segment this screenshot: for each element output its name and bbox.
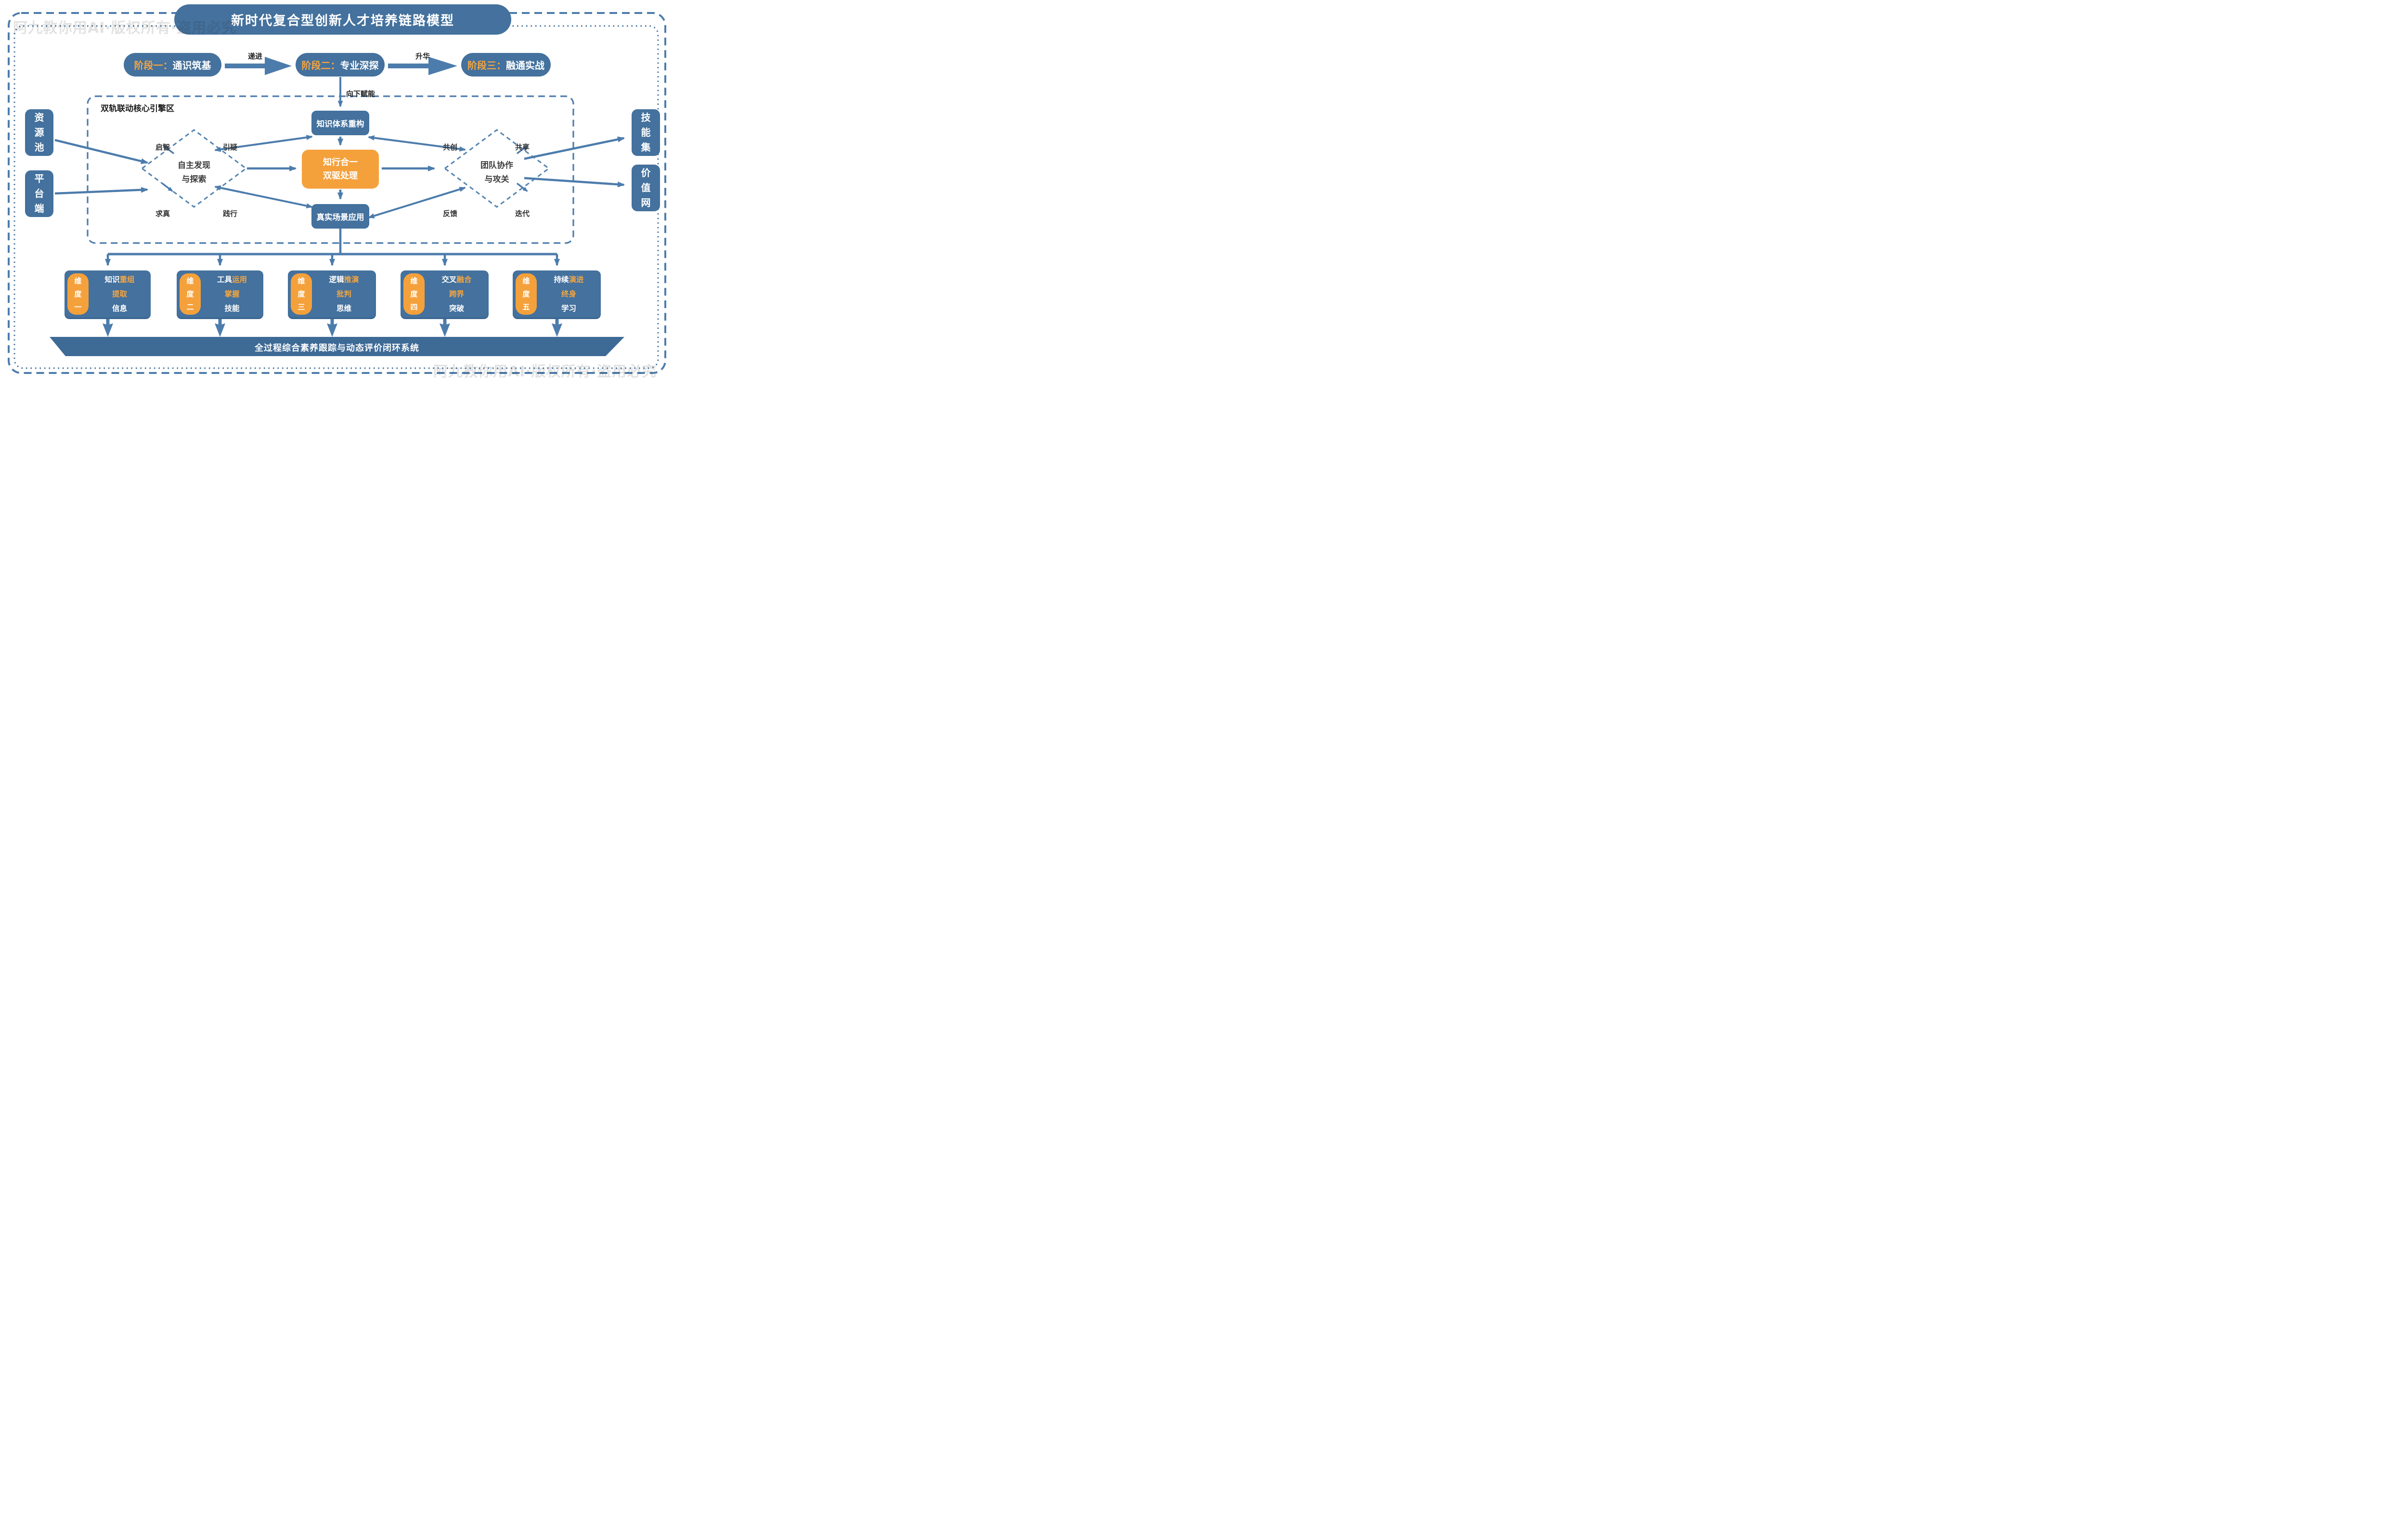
stage-arrow-1-label: 递进: [247, 52, 262, 61]
stage-1-label: 阶段一：: [134, 60, 173, 71]
footer-banner-text: 全过程综合素养跟踪与动态评价闭环系统: [255, 343, 419, 353]
node-unity-dual-drive: 知行合一 双驱处理: [302, 150, 379, 189]
dimension-to-banner-arrows: [103, 319, 562, 337]
dimension-3-text: 逻辑推演 批判 思维: [329, 275, 359, 313]
dimension-1-badge: 维度一: [67, 273, 89, 315]
dimension-1-badge-label: 维度一: [74, 276, 82, 311]
stage-1-pill: 阶段一：通识筑基: [124, 53, 221, 77]
stage-3-pill: 阶段三：融通实战: [461, 53, 551, 77]
dimension-2-badge: 维度二: [180, 273, 201, 315]
center-node-line2: 双驱处理: [323, 170, 358, 181]
dimension-3-badge-label: 维度三: [298, 276, 305, 311]
dimension-4-text: 交叉融合 跨界 突破: [441, 275, 472, 313]
stage-2-pill: 阶段二：专业深探: [296, 53, 385, 77]
watermark-bottom-right: 阿九教你用AI·版权所有·盗用必究: [433, 363, 657, 380]
center-node-line1: 知行合一: [323, 157, 358, 167]
footer-banner-shape: [50, 337, 624, 356]
output-box-value-net: 价值网: [632, 165, 660, 211]
dimension-5-badge: 维度五: [516, 273, 537, 315]
value-net-label: 价值网: [641, 167, 651, 208]
dimension-4-badge: 维度四: [403, 273, 425, 315]
dimension-3-badge: 维度三: [291, 273, 312, 315]
page-title: 新时代复合型创新人才培养链路模型: [174, 4, 511, 35]
right-diamond-line1: 团队协作: [480, 161, 513, 170]
platform-label: 平台端: [34, 173, 44, 214]
skillset-label: 技能集: [641, 112, 651, 153]
dimension-box-5: 维度五 持续演进 终身 学习: [513, 270, 601, 318]
corner-label-gongchuang: 共创: [442, 143, 457, 152]
dimension-2-text: 工具运用 掌握 技能: [217, 275, 247, 313]
stage-3-name: 融通实战: [506, 60, 544, 71]
left-diamond: [141, 129, 247, 208]
node-knowledge-restructure: 知识体系重构: [311, 111, 369, 135]
corner-label-gongxiang: 共享: [515, 143, 530, 152]
stage-2-label: 阶段二：: [301, 60, 340, 71]
dimension-4-badge-label: 维度四: [410, 276, 418, 311]
stage-3-label: 阶段三：: [467, 60, 506, 71]
corner-label-qizhi: 启智: [155, 143, 170, 152]
distribution-lines: [104, 229, 560, 267]
corner-label-qiuzhen: 求真: [155, 209, 170, 218]
diamond-edge-arrows: [161, 145, 528, 192]
diagram-canvas: 新时代复合型创新人才培养链路模型 阶段一：通识筑基 阶段二：专业深探 阶段三：融…: [0, 0, 674, 385]
dimension-box-1: 维度一 知识重组 提取 信息: [65, 270, 151, 318]
engine-zone-title: 双轨联动核心引擎区: [101, 104, 174, 114]
connectors: [54, 135, 625, 218]
input-box-platform: 平台端: [25, 170, 53, 217]
input-box-resource-pool: 资源池: [25, 109, 53, 156]
dimension-2-badge-label: 维度二: [186, 276, 194, 311]
dimension-box-3: 维度三 逻辑推演 批判 思维: [288, 270, 376, 318]
stage-2-name: 专业深探: [340, 60, 379, 71]
stage-arrow-2-label: 升华: [415, 52, 430, 61]
right-diamond-text: 团队协作 与攻关: [453, 159, 540, 187]
dimension-5-badge-label: 维度五: [522, 276, 530, 311]
left-diamond-text: 自主发现 与探索: [151, 159, 237, 187]
dimension-box-4: 维度四 交叉融合 跨界 突破: [401, 270, 489, 318]
stage-block-arrows: [225, 57, 457, 75]
left-diamond-line1: 自主发现: [178, 161, 210, 170]
right-diamond: [443, 129, 550, 208]
dimension-5-text: 持续演进 终身 学习: [554, 275, 584, 313]
output-box-skillset: 技能集: [632, 109, 660, 156]
right-diamond-line2: 与攻关: [484, 174, 509, 184]
dimension-box-2: 维度二 工具运用 掌握 技能: [177, 270, 263, 318]
down-empower-label: 向下赋能: [346, 90, 375, 98]
stage-1-name: 通识筑基: [172, 60, 211, 71]
corner-label-jianxing: 践行: [222, 209, 237, 218]
diagram-lines-layer: [8, 12, 666, 374]
corner-label-fankui: 反馈: [442, 209, 457, 218]
corner-label-diedai: 迭代: [515, 209, 530, 218]
watermark-top-left: 阿九教你用AI·版权所有·盗用必究: [13, 20, 237, 37]
engine-zone-border: [87, 95, 574, 244]
node-real-scene-apply: 真实场景应用: [311, 204, 369, 229]
left-diamond-line2: 与探索: [181, 174, 207, 184]
dimension-1-text: 知识重组 提取 信息: [104, 275, 135, 313]
resource-pool-label: 资源池: [34, 112, 44, 153]
corner-label-yinyi: 引疑: [222, 143, 237, 152]
